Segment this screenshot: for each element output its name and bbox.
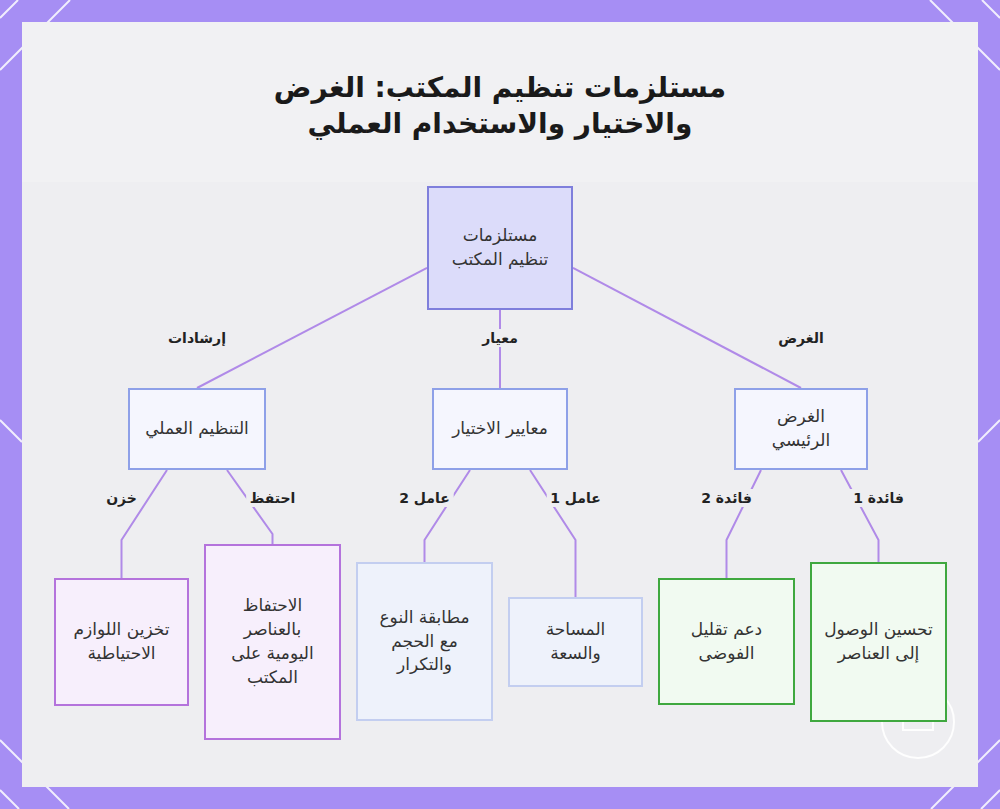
node-text: الاحتفاظ بالعناصر اليومية على المكتب [218,594,327,689]
node-text: المساحة والسعة [522,618,629,666]
edge-label: فائدة 1 [849,489,908,507]
category-box: الغرض الرئيسي [734,388,868,470]
corner-line [0,0,18,18]
corner-line [0,790,19,809]
category-box: التنظيم العملي [128,388,266,470]
edge-label: عامل 1 [546,489,605,507]
diagram-title: مستلزمات تنظيم المكتب: الغرض والاختيار و… [230,70,770,142]
edge-label: الغرض [774,329,828,347]
connector-line [841,470,879,562]
connector-line [573,268,801,388]
connector-line [499,310,501,388]
detail-box: المساحة والسعة [508,597,643,687]
edge-label: فائدة 2 [697,489,756,507]
node-text: مستلزمات تنظيم المكتب [441,224,559,272]
connector-line [122,470,168,578]
root-box: مستلزمات تنظيم المكتب [427,186,573,310]
edge-label: احتفظ [246,489,300,507]
detail-box: الاحتفاظ بالعناصر اليومية على المكتب [204,544,341,740]
node-text: التنظيم العملي [145,417,249,441]
detail-box: دعم تقليل الفوضى [658,578,795,705]
corner-line [978,420,1000,442]
corner-line [0,420,22,442]
panel-shade [22,22,978,182]
connector-line [425,470,471,562]
detail-box: مطابقة النوع مع الحجم والتكرار [356,562,493,721]
detail-box: تخزين اللوازم الاحتياطية [54,578,189,706]
edge-label: إرشادات [164,329,230,347]
content-panel [22,22,978,787]
connector-line [727,470,762,578]
node-text: دعم تقليل الفوضى [672,618,781,666]
corner-line [982,0,1000,18]
node-text: الغرض الرئيسي [748,405,854,453]
edge-label: معيار [478,329,522,347]
node-text: تخزين اللوازم الاحتياطية [68,618,175,666]
detail-box: تحسين الوصول إلى العناصر [810,562,947,722]
corner-line [981,790,1000,809]
node-text: مطابقة النوع مع الحجم والتكرار [370,606,479,677]
connector-line [227,470,273,544]
connector-line [197,268,427,388]
node-text: معايير الاختيار [452,417,548,441]
edge-label: خزن [102,489,141,507]
edge-label: عامل 2 [395,489,454,507]
category-box: معايير الاختيار [432,388,568,470]
node-text: تحسين الوصول إلى العناصر [824,618,933,666]
